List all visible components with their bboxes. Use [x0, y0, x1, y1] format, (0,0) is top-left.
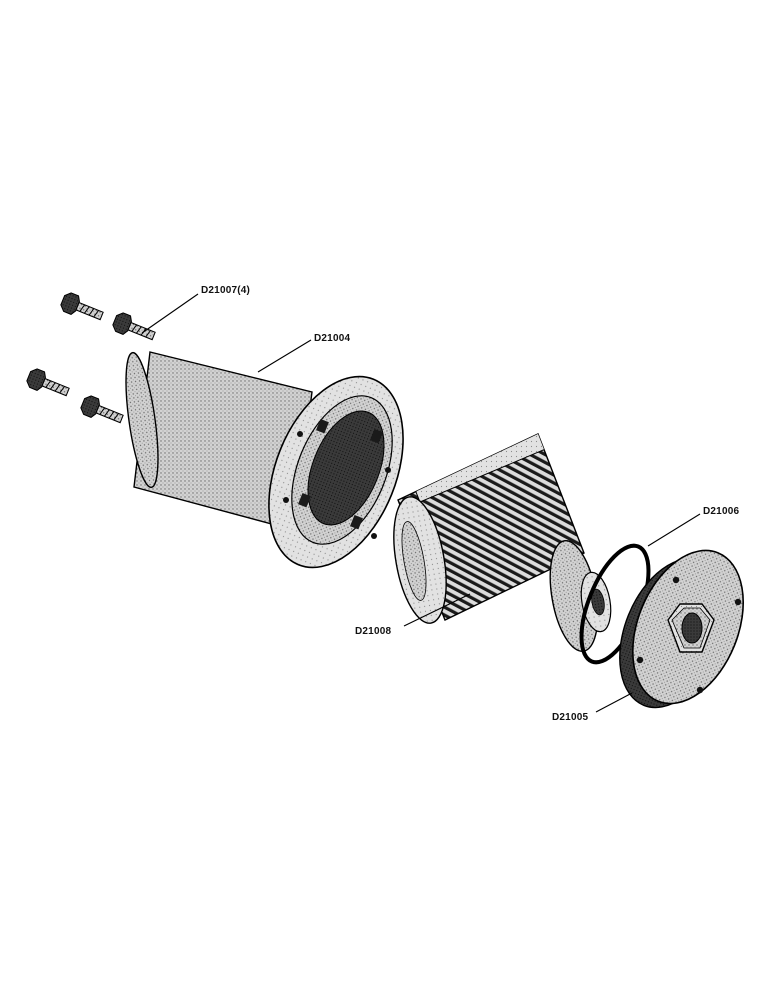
- screw-4: [80, 395, 124, 424]
- filter-cover: [619, 549, 745, 709]
- label-screws: D21007(4): [201, 285, 250, 296]
- label-housing: D21004: [314, 333, 350, 344]
- leader-lines: [141, 293, 701, 713]
- screw-2: [112, 312, 156, 341]
- leader-housing: [257, 339, 312, 373]
- label-seal-ring: D21006: [703, 506, 739, 517]
- leader-element: [403, 593, 471, 627]
- leader-seal-ring: [647, 513, 701, 547]
- filter-housing: [125, 351, 404, 569]
- leader-screws: [141, 293, 199, 334]
- leader-cover: [595, 692, 633, 713]
- screw-1: [60, 292, 104, 321]
- label-element: D21008: [355, 626, 391, 637]
- screw-3: [26, 368, 70, 397]
- filter-element: [393, 433, 612, 652]
- label-cover: D21005: [552, 712, 588, 723]
